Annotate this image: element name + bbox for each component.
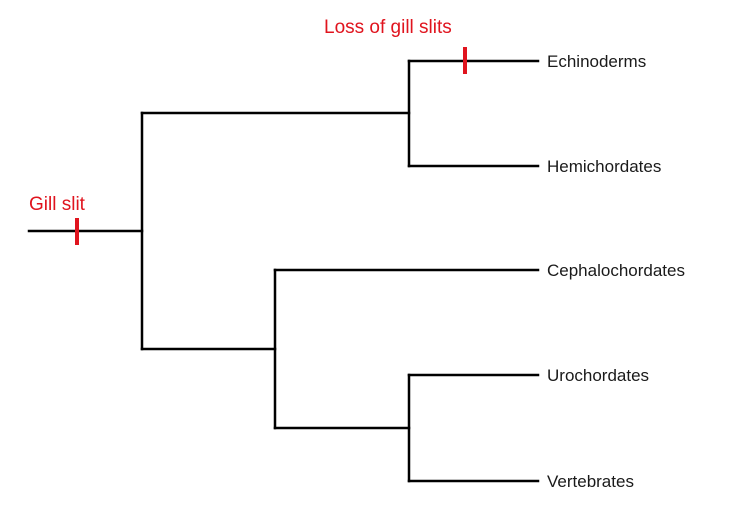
taxon-label-echinoderms: Echinoderms xyxy=(547,52,646,71)
taxon-label-vertebrates: Vertebrates xyxy=(547,472,634,491)
loss-of-gill-slits-label: Loss of gill slits xyxy=(324,17,452,38)
taxon-label-urochordates: Urochordates xyxy=(547,366,649,385)
taxon-label-cephalochordates: Cephalochordates xyxy=(547,261,685,280)
gill-slit-label: Gill slit xyxy=(29,194,86,215)
taxon-label-hemichordates: Hemichordates xyxy=(547,157,661,176)
